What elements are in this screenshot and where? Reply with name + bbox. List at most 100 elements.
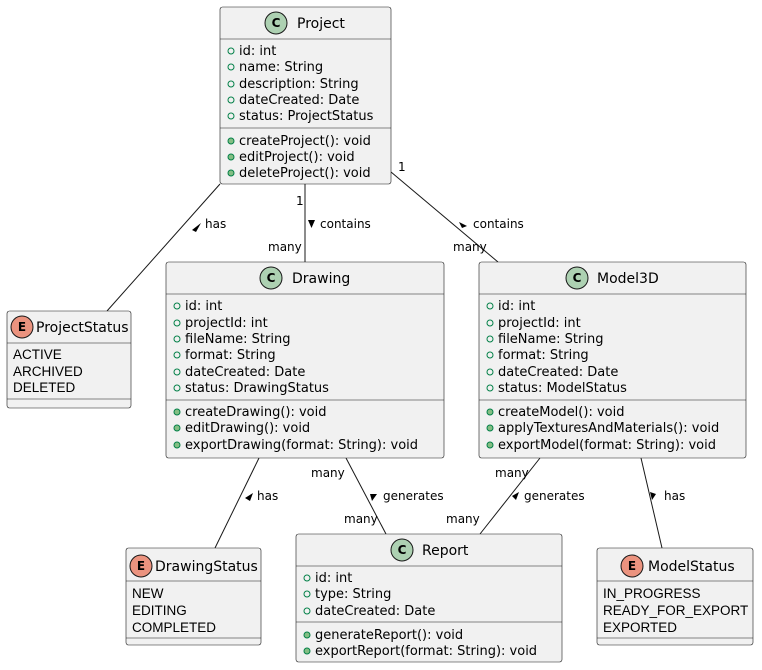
public-method-icon [173,408,181,416]
svg-text:id: int: id: int [239,44,276,59]
class-name: Model3D [597,271,659,287]
svg-text:E: E [18,320,26,334]
class-name: Drawing [292,271,350,287]
direction-arrow-icon [192,223,201,232]
relation-label: generates [524,489,585,503]
class-project[interactable]: C Project id: int name: String descripti… [219,6,392,185]
relation-project-projectstatus: has [106,183,226,312]
public-field-icon [486,335,494,343]
svg-text:fileName: String: fileName: String [185,332,290,347]
method-list: createDrawing(): void editDrawing(): voi… [173,405,418,453]
public-method-icon [227,153,235,161]
enum-modelstatus[interactable]: E ModelStatus IN_PROGRESS READY_FOR_EXPO… [596,547,754,646]
method-list: generateReport(): void exportReport(form… [303,628,537,659]
relation-model3d-modelstatus: has [640,457,685,549]
public-field-icon [173,335,181,343]
public-method-icon [303,647,311,655]
direction-arrow-icon [650,492,656,500]
relation-drawing-drawingstatus: has [214,457,278,549]
svg-text:editProject(): void: editProject(): void [239,150,355,165]
relation-project-drawing: contains 1 many [268,184,371,262]
svg-text:dateCreated: Date: dateCreated: Date [185,365,305,380]
relation-label: contains [473,217,524,231]
class-name: Report [422,543,469,559]
class-icon [264,11,288,35]
public-method-icon [173,441,181,449]
svg-text:exportReport(format: String):: exportReport(format: String): void [315,644,537,659]
relation-model3d-report: generates many many [446,457,585,535]
direction-arrow-icon [370,494,377,501]
public-field-icon [173,368,181,376]
svg-text:status: DrawingStatus: status: DrawingStatus [185,381,329,396]
svg-text:dateCreated: Date: dateCreated: Date [498,365,618,380]
multiplicity-label: many [495,466,529,480]
relation-label: has [257,489,278,503]
svg-text:format: String: format: String [185,348,276,363]
public-method-icon [486,424,494,432]
public-field-icon [486,384,494,392]
multiplicity-label: many [268,240,302,254]
public-field-icon [227,96,235,104]
class-model3d[interactable]: C Model3D id: int projectId: int fileNam… [478,261,747,459]
relation-label: contains [320,217,371,231]
svg-text:name: String: name: String [239,60,323,75]
svg-text:C: C [398,543,407,557]
class-report[interactable]: C Report id: int type: String dateCreate… [295,533,563,663]
public-field-icon [486,351,494,359]
svg-text:projectId: int: projectId: int [498,316,581,331]
public-field-icon [227,47,235,55]
svg-text:id: int: id: int [315,571,352,586]
public-field-icon [173,351,181,359]
svg-text:status: ModelStatus: status: ModelStatus [498,381,627,396]
svg-text:description: String: description: String [239,77,359,92]
enum-name: ModelStatus [648,559,735,575]
enum-icon [620,554,644,578]
enum-value: DELETED [13,380,76,395]
public-method-icon [173,424,181,432]
direction-arrow-icon [308,220,315,228]
class-drawing[interactable]: C Drawing id: int projectId: int fileNam… [165,261,445,459]
relation-label: has [664,489,685,503]
relation-drawing-report: generates many many [311,457,444,535]
direction-arrow-icon [512,492,519,500]
public-field-icon [303,590,311,598]
enum-drawingstatus[interactable]: E DrawingStatus NEW EDITING COMPLETED [125,547,262,646]
enum-value: NEW [132,586,164,601]
svg-text:deleteProject(): void: deleteProject(): void [239,166,371,181]
svg-text:C: C [267,271,276,285]
svg-text:E: E [628,559,636,573]
multiplicity-label: many [446,512,480,526]
field-list: id: int name: String description: String… [227,44,374,124]
public-field-icon [173,319,181,327]
enum-projectstatus[interactable]: E ProjectStatus ACTIVE ARCHIVED DELETED [6,310,132,409]
method-list: createModel(): void applyTexturesAndMate… [486,405,719,453]
svg-text:exportDrawing(format: String):: exportDrawing(format: String): void [185,438,418,453]
public-field-icon [227,63,235,71]
enum-value: ACTIVE [13,347,62,362]
method-list: createProject(): void editProject(): voi… [227,134,371,181]
relation-label: generates [383,489,444,503]
public-field-icon [303,574,311,582]
public-field-icon [173,384,181,392]
svg-text:applyTexturesAndMaterials(): v: applyTexturesAndMaterials(): void [498,421,719,436]
enum-icon [129,554,153,578]
multiplicity-label: many [311,466,345,480]
svg-text:dateCreated: Date: dateCreated: Date [239,93,359,108]
svg-text:id: int: id: int [185,299,222,314]
svg-text:C: C [272,16,281,30]
public-method-icon [227,169,235,177]
class-icon [259,266,283,290]
multiplicity-label: many [344,512,378,526]
public-field-icon [486,302,494,310]
public-method-icon [486,408,494,416]
public-field-icon [303,607,311,615]
enum-value: IN_PROGRESS [603,586,701,601]
multiplicity-label: 1 [296,194,304,208]
class-icon [565,266,589,290]
class-name: Project [297,16,345,32]
enum-value: ARCHIVED [13,364,83,379]
enum-value: READY_FOR_EXPORT [603,603,748,618]
svg-text:createModel(): void: createModel(): void [498,405,624,420]
public-field-icon [486,319,494,327]
